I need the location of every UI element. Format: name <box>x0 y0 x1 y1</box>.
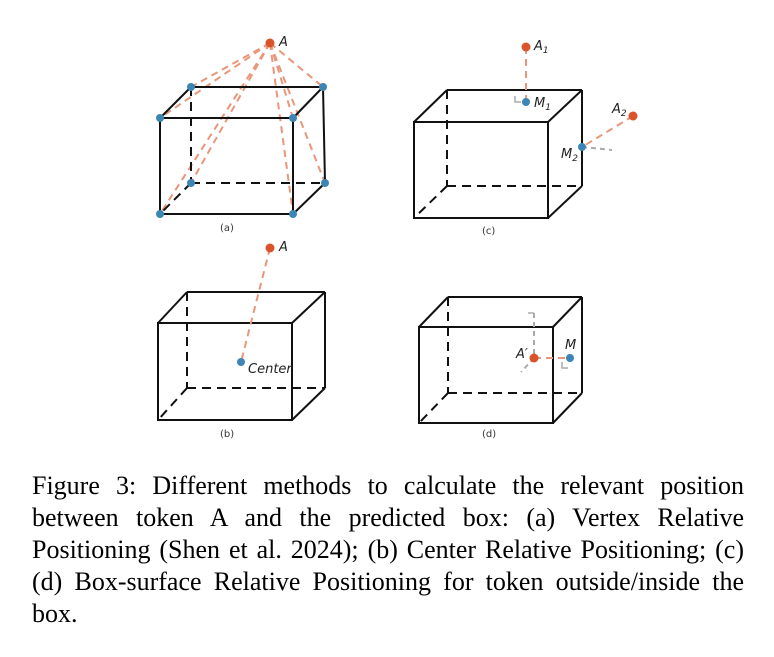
panel-b-sublabel: (b) <box>220 429 234 440</box>
vertex-connection-lines <box>159 42 326 215</box>
center-point <box>237 358 245 366</box>
bounding-box-c <box>413 89 583 219</box>
vertex-point <box>187 179 195 187</box>
surface-m-point <box>566 354 574 362</box>
center-connection-line <box>240 247 271 363</box>
perpendicular-guide <box>581 146 613 151</box>
panel-d-sublabel: (d) <box>482 429 496 440</box>
vertex-point <box>187 83 195 91</box>
vertex-point <box>319 83 327 91</box>
bounding-box-d <box>418 296 583 424</box>
vertex-point <box>289 210 297 218</box>
center-label: Center <box>248 362 293 377</box>
token-a2-point <box>628 111 638 121</box>
m-label: M <box>565 338 576 353</box>
token-a-point <box>265 243 275 253</box>
panel-c-sublabel: (c) <box>482 226 495 237</box>
surface-m1-point <box>522 98 530 106</box>
vertex-point <box>321 179 329 187</box>
surface-m2-point <box>578 143 586 151</box>
vertex-point <box>156 210 164 218</box>
vertex-point <box>156 114 164 122</box>
vertex-point <box>289 114 297 122</box>
a-prime-label: A′ <box>515 347 528 362</box>
token-a-label: A <box>278 35 288 50</box>
panel-b: A Center (b) <box>157 240 326 440</box>
panel-a-sublabel: (a) <box>220 223 234 234</box>
panel-c: A1 M1 A2 M2 (c) <box>413 39 638 237</box>
token-a-prime-point <box>529 353 539 363</box>
a1-label: A1 <box>533 39 549 56</box>
bounding-box-b <box>157 291 326 421</box>
m2-label: M2 <box>561 147 578 164</box>
bounding-box-a <box>159 86 326 215</box>
token-a-point <box>265 38 275 48</box>
figure-caption: Figure 3: Different methods to calculate… <box>32 471 744 628</box>
panel-d: A′ M (d) <box>418 296 583 440</box>
right-angle-marker <box>561 362 568 369</box>
right-angle-marker <box>514 96 521 103</box>
vertex-points <box>156 83 329 218</box>
token-a-label: A <box>278 240 288 255</box>
figure-diagram: A (a) A Center (b) <box>156 35 638 440</box>
a2-label: A2 <box>611 102 627 119</box>
m1-label: M1 <box>534 96 551 113</box>
a2-m2-line <box>581 115 634 148</box>
panel-a: A (a) <box>156 35 329 234</box>
token-a1-point <box>521 42 531 52</box>
